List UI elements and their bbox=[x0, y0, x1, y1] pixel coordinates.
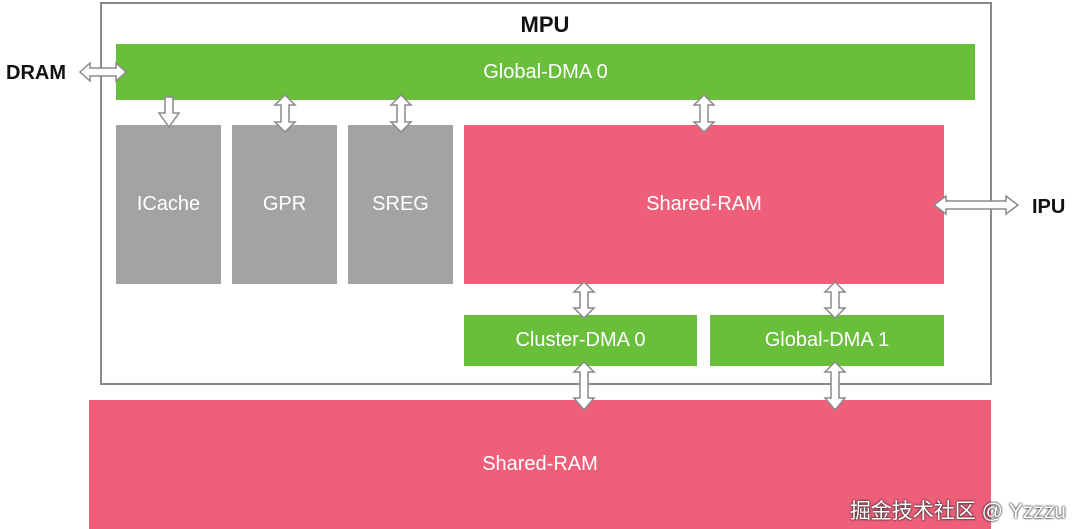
sharedram-gdma1-arrow bbox=[823, 280, 847, 320]
sharedram-cluster-arrow bbox=[572, 280, 596, 320]
ipu-label: IPU bbox=[1032, 196, 1066, 218]
dram-label: DRAM bbox=[6, 62, 66, 84]
watermark-text: 掘金技术社区 @ Yzzzu bbox=[849, 500, 1066, 523]
icache-block: ICache bbox=[116, 125, 221, 284]
dma-sreg-arrow bbox=[389, 93, 413, 134]
mpu-title: MPU bbox=[520, 12, 570, 37]
cluster-dma-0-block: Cluster-DMA 0 bbox=[464, 315, 697, 366]
shared-ram-external-block: Shared-RAM bbox=[89, 400, 991, 529]
cluster-extram-arrow bbox=[572, 360, 596, 412]
dram-dma-arrow bbox=[78, 61, 128, 83]
shared-ram-internal-block: Shared-RAM bbox=[464, 125, 944, 284]
dma-gpr-arrow bbox=[273, 93, 297, 134]
dma-icache-arrow bbox=[157, 96, 181, 129]
sreg-block: SREG bbox=[348, 125, 453, 284]
global-dma-1-block: Global-DMA 1 bbox=[710, 315, 944, 366]
global-dma-0-block: Global-DMA 0 bbox=[116, 44, 975, 100]
sharedram-ipu-arrow bbox=[932, 194, 1020, 216]
gdma1-extram-arrow bbox=[823, 360, 847, 412]
dma-sharedram-arrow bbox=[692, 93, 716, 134]
gpr-block: GPR bbox=[232, 125, 337, 284]
